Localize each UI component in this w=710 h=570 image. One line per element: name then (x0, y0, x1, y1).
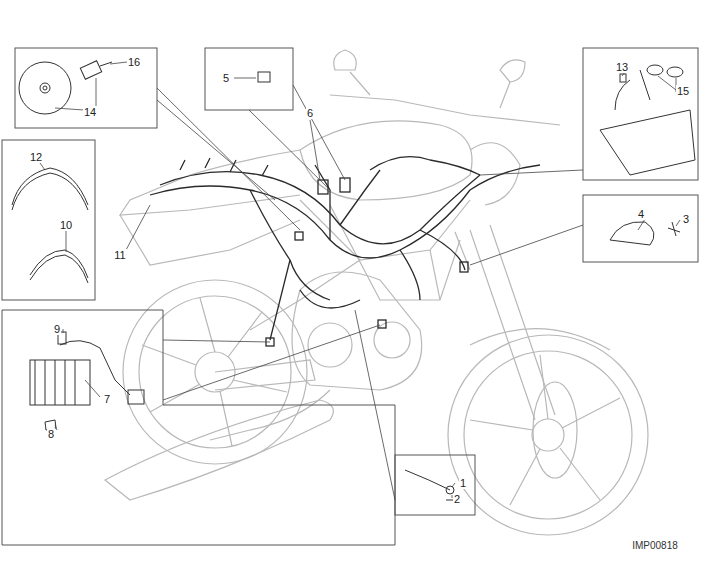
callout-number: 7 (103, 393, 111, 405)
callout-number: 1 (459, 477, 467, 489)
callout-number: 5 (222, 72, 230, 84)
callout-number: 13 (615, 61, 629, 73)
callout-number: 3 (682, 213, 690, 225)
callout-number: 16 (127, 56, 141, 68)
callout-number: 4 (637, 208, 645, 220)
callout-number: 15 (676, 85, 690, 97)
callout-number: 14 (83, 106, 97, 118)
drawing-code: IMP00818 (631, 540, 679, 552)
callout-number: 8 (47, 428, 55, 440)
callout-number: 9 (53, 323, 61, 335)
callout-number: 12 (29, 151, 43, 163)
callout-number: 6 (306, 107, 314, 119)
callout-number: 11 (113, 249, 126, 261)
callout-number: 2 (453, 493, 461, 505)
callout-number: 10 (59, 219, 73, 231)
